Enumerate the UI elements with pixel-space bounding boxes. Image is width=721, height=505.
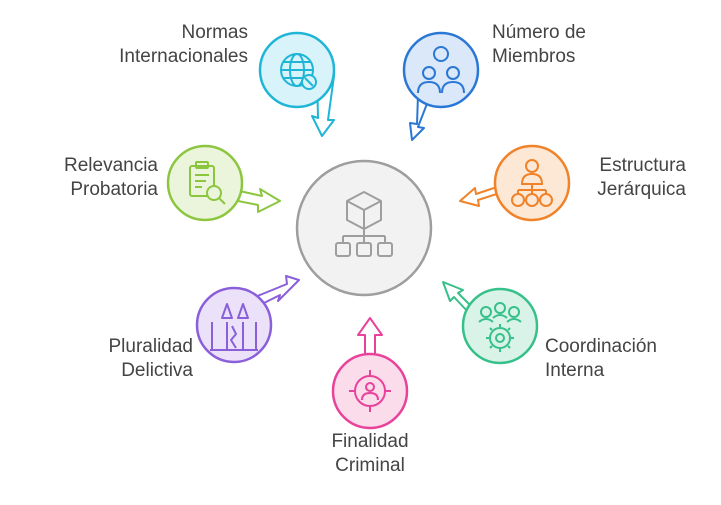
- globe-icon: [280, 53, 317, 90]
- node-relevancia-probatoria: [166, 144, 281, 222]
- node-coordinacion-interna: [442, 281, 539, 365]
- label-finalidad-criminal: Finalidad Criminal: [331, 431, 409, 476]
- target-person-icon: [349, 370, 391, 412]
- node-normas-internacionales: [258, 31, 336, 137]
- clipboard-search-icon: [189, 161, 226, 205]
- node-numero-de-miembros: [402, 31, 480, 141]
- group-icon: [417, 46, 465, 94]
- label-coordinacion-interna: Coordinación Interna: [545, 336, 657, 381]
- label-relevancia-probatoria: Relevancia Probatoria: [64, 155, 158, 200]
- node-pluralidad-delictiva: [195, 275, 300, 364]
- node-estructura-jerarquica: [459, 144, 571, 222]
- center-node: [295, 159, 433, 297]
- label-numero-de-miembros: Número de Miembros: [492, 22, 586, 67]
- label-pluralidad-delictiva: Pluralidad Delictiva: [108, 336, 194, 381]
- cube-hierarchy-icon: [335, 191, 393, 257]
- team-gear-icon: [478, 302, 522, 352]
- node-finalidad-criminal: [331, 317, 409, 430]
- label-normas-internacionales: Normas Internacionales: [119, 22, 248, 67]
- hierarchy-icon: [511, 159, 553, 207]
- label-estructura-jerarquica: Estructura Jerárquica: [597, 155, 686, 200]
- broken-pillars-icon: [210, 303, 258, 351]
